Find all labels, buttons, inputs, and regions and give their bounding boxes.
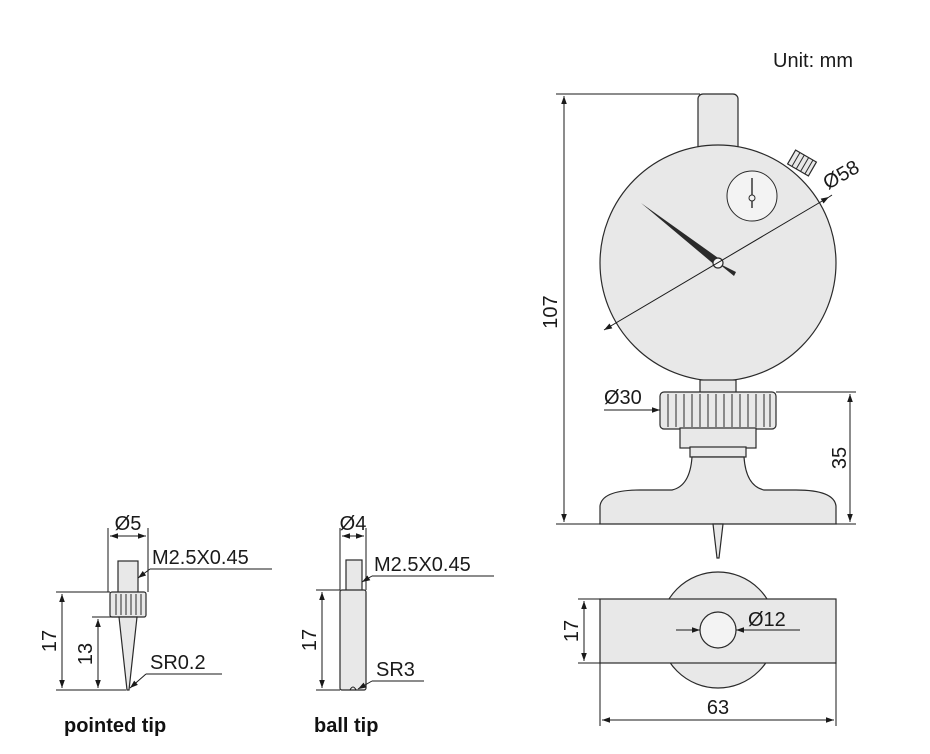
pointed-tip-thread	[117, 560, 139, 594]
probe-tip	[712, 523, 724, 559]
ball-tip-length: 17	[299, 629, 321, 651]
pointed-tip-thread-label: M2.5X0.45	[152, 547, 249, 569]
total-height-label: 107	[540, 295, 562, 328]
collar-diameter-label: Ø30	[604, 387, 642, 409]
pointed-tip-diameter: Ø5	[115, 513, 142, 535]
dial-diameter-label: Ø58	[820, 156, 864, 194]
base-bridge	[599, 456, 837, 525]
pointed-tip-length: 17	[39, 630, 61, 652]
ball-tip-diameter: Ø4	[340, 513, 367, 535]
crown-knob	[786, 149, 818, 177]
pt-thread-leader	[137, 568, 151, 579]
ball-tip-thread	[345, 559, 363, 593]
pointed-tip-radius: SR0.2	[150, 652, 206, 674]
hole-diameter-label: Ø12	[748, 609, 786, 631]
pointed-tip-cone	[118, 616, 138, 691]
collar-knurl-lines	[667, 394, 771, 427]
pointed-tip-caption: pointed tip	[64, 715, 166, 737]
ball-tip-thread-label: M2.5X0.45	[374, 554, 471, 576]
dial-diameter-line	[603, 196, 830, 331]
pointed-tip-drawing	[109, 560, 147, 691]
ball-tip-radius: SR3	[376, 659, 415, 681]
spindle-sleeve	[679, 427, 757, 449]
pt-radius-leader	[129, 673, 147, 689]
unit-label: Unit: mm	[773, 50, 853, 72]
spindle-ring	[689, 446, 747, 458]
ball-tip-caption: ball tip	[314, 715, 378, 737]
dial-gauge-front-view	[599, 93, 837, 559]
base-bottom-view	[599, 571, 837, 689]
ball-tip-body	[339, 589, 367, 691]
base-thickness-label: 17	[561, 620, 583, 642]
knurled-collar	[659, 391, 777, 430]
spindle-hole	[699, 611, 737, 649]
bt-radius-leader	[357, 680, 373, 690]
ball-tip-drawing	[339, 559, 367, 691]
pointed-tip-tip-length: 13	[75, 643, 97, 665]
bt-thread-leader	[361, 575, 373, 583]
base-width-label: 63	[707, 697, 729, 719]
base-height-label: 35	[829, 447, 851, 469]
